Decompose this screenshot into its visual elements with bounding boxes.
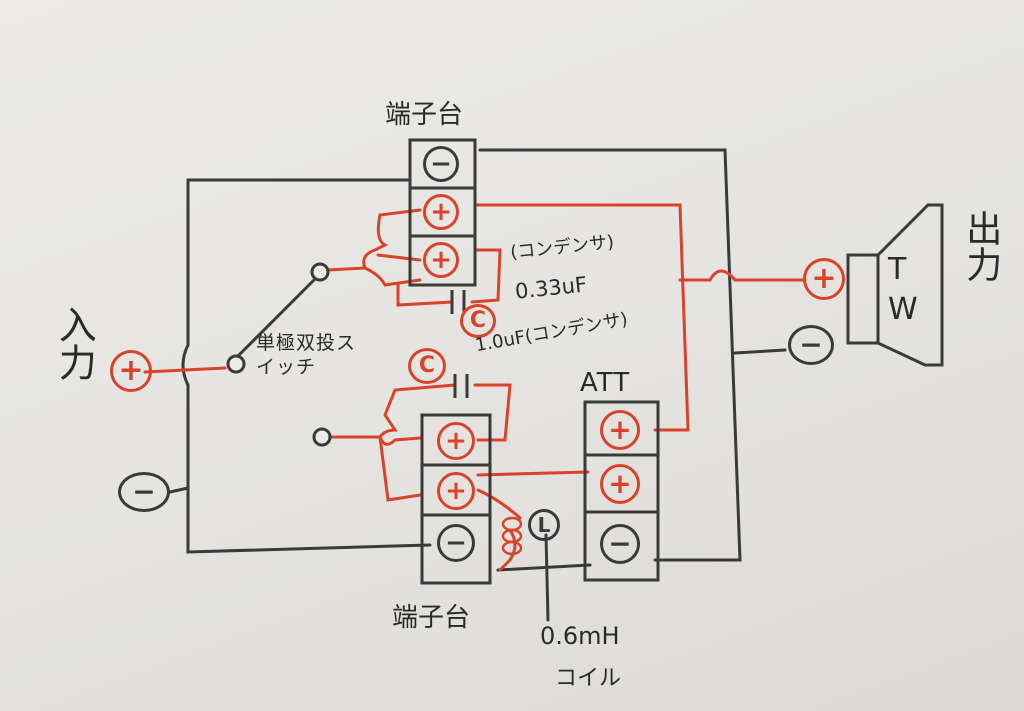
tweeter-letter-t: T — [888, 252, 907, 287]
att-label: ATT — [580, 368, 631, 398]
coil-word-label: コイル — [555, 666, 622, 691]
input-plus-icon: + — [110, 350, 152, 392]
capacitor-plates — [450, 290, 469, 398]
capacitor-top-icon: C — [460, 304, 496, 338]
terminal-bottom-label: 端子台 — [392, 603, 471, 633]
terminal-top-plus2-icon: + — [423, 242, 459, 278]
terminal-top-minus-icon: − — [423, 146, 459, 182]
switch-contact-upper — [310, 262, 330, 282]
terminal-bottom-plus1-icon: + — [437, 422, 475, 460]
tweeter-icon — [846, 203, 944, 367]
terminal-block-bottom — [420, 413, 492, 585]
coil-icon: L — [528, 509, 560, 541]
coil-value-label: 0.6mH — [540, 622, 620, 650]
switch-contact-common — [226, 354, 246, 374]
terminal-top-plus1-icon: + — [423, 194, 459, 230]
terminal-top-label: 端子台 — [385, 100, 464, 130]
switch-contact-lower — [312, 427, 332, 447]
input-label: 入力 — [52, 305, 97, 381]
black-wiring — [168, 148, 787, 622]
red-wiring — [143, 203, 807, 572]
coil-winding — [501, 516, 523, 556]
att-plus-in-icon: + — [600, 410, 640, 450]
terminal-bottom-plus2-icon: + — [437, 472, 475, 510]
att-block — [583, 400, 660, 582]
output-minus-icon: − — [788, 325, 834, 365]
input-minus-icon: − — [118, 472, 170, 512]
output-plus-icon: + — [803, 258, 845, 300]
terminal-bottom-minus-icon: − — [437, 524, 475, 562]
capacitor-bottom-icon: C — [408, 348, 446, 384]
att-minus-icon: − — [600, 524, 640, 564]
switch-contacts — [226, 262, 332, 447]
att-plus-out-icon: + — [600, 464, 640, 504]
tweeter-letter-w: W — [888, 292, 918, 327]
output-label: 出力 — [960, 210, 1002, 282]
switch-label: 単極双投スイッチ — [256, 332, 357, 378]
terminal-block-top — [408, 138, 477, 287]
